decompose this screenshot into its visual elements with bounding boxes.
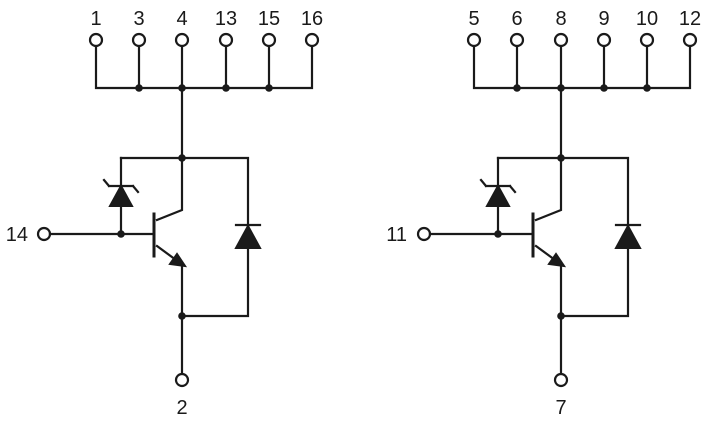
pin-terminal-15: [261, 32, 277, 48]
junction-dot: [178, 312, 186, 320]
junction-dot: [513, 84, 521, 92]
transistor-emitter-right: [534, 244, 557, 262]
junction-dot: [557, 312, 565, 320]
pin-terminal-14: [36, 226, 52, 242]
pin-terminal-3: [131, 32, 147, 48]
pin-label-left-emitter: 2: [176, 397, 187, 419]
pin-label-left-top-5: 16: [301, 8, 323, 30]
pin-terminal-1: [88, 32, 104, 48]
pin-label-right-top-3: 9: [598, 8, 609, 30]
freewheel-diode-left: [234, 223, 262, 249]
emitter-arrow-left: [168, 252, 188, 268]
freewheel-diode-right: [614, 223, 642, 249]
zener-diode-left: [108, 183, 134, 207]
collector-wire-left: [119, 86, 250, 318]
junction-dot: [494, 230, 502, 238]
junction-dot: [178, 154, 186, 162]
pin-terminal-9: [596, 32, 612, 48]
pin-label-right-top-5: 12: [679, 8, 701, 30]
pin-terminal-10: [639, 32, 655, 48]
junction-dot: [600, 84, 608, 92]
pin-terminal-5: [466, 32, 482, 48]
pin-terminal-6: [509, 32, 525, 48]
pin-label-left-top-1: 3: [133, 8, 144, 30]
pin-label-right-base: 11: [386, 224, 407, 246]
transistor-emitter-left: [155, 244, 178, 262]
pin-terminal-12: [682, 32, 698, 48]
pin-label-left-top-3: 13: [215, 8, 237, 30]
pin-label-left-top-2: 4: [176, 8, 187, 30]
pin-label-right-top-2: 8: [555, 8, 566, 30]
pin-label-left-top-4: 15: [258, 8, 280, 30]
pin-label-right-top-4: 10: [636, 8, 658, 30]
pin-terminal-13: [218, 32, 234, 48]
circuit-left: 1 3 4 13 15 16 14: [6, 8, 323, 419]
pin-terminal-4: [174, 32, 190, 48]
zener-diode-right: [485, 183, 511, 207]
junction-dot: [557, 154, 565, 162]
pin-terminal-16: [304, 32, 320, 48]
pin-label-left-top-0: 1: [90, 8, 101, 30]
circuit-right: 5 6 8 9 10 12 11: [386, 8, 701, 419]
pin-label-right-top-0: 5: [468, 8, 479, 30]
pin-label-left-base: 14: [6, 224, 28, 246]
emitter-arrow-right: [547, 252, 567, 268]
pin-terminal-2: [174, 372, 190, 388]
pin-terminal-11: [416, 226, 432, 242]
junction-dot: [643, 84, 651, 92]
pin-label-right-emitter: 7: [555, 397, 566, 419]
pin-terminal-8: [553, 32, 569, 48]
junction-dot: [117, 230, 125, 238]
top-bus-right: [472, 45, 692, 90]
junction-dot: [265, 84, 273, 92]
pin-label-right-top-1: 6: [511, 8, 522, 30]
junction-dot: [222, 84, 230, 92]
pin-terminal-7: [553, 372, 569, 388]
zener-bar-left: [102, 178, 140, 194]
junction-dot: [135, 84, 143, 92]
collector-wire-right: [496, 86, 630, 318]
zener-bar-right: [479, 178, 517, 194]
top-bus-left: [94, 45, 314, 90]
